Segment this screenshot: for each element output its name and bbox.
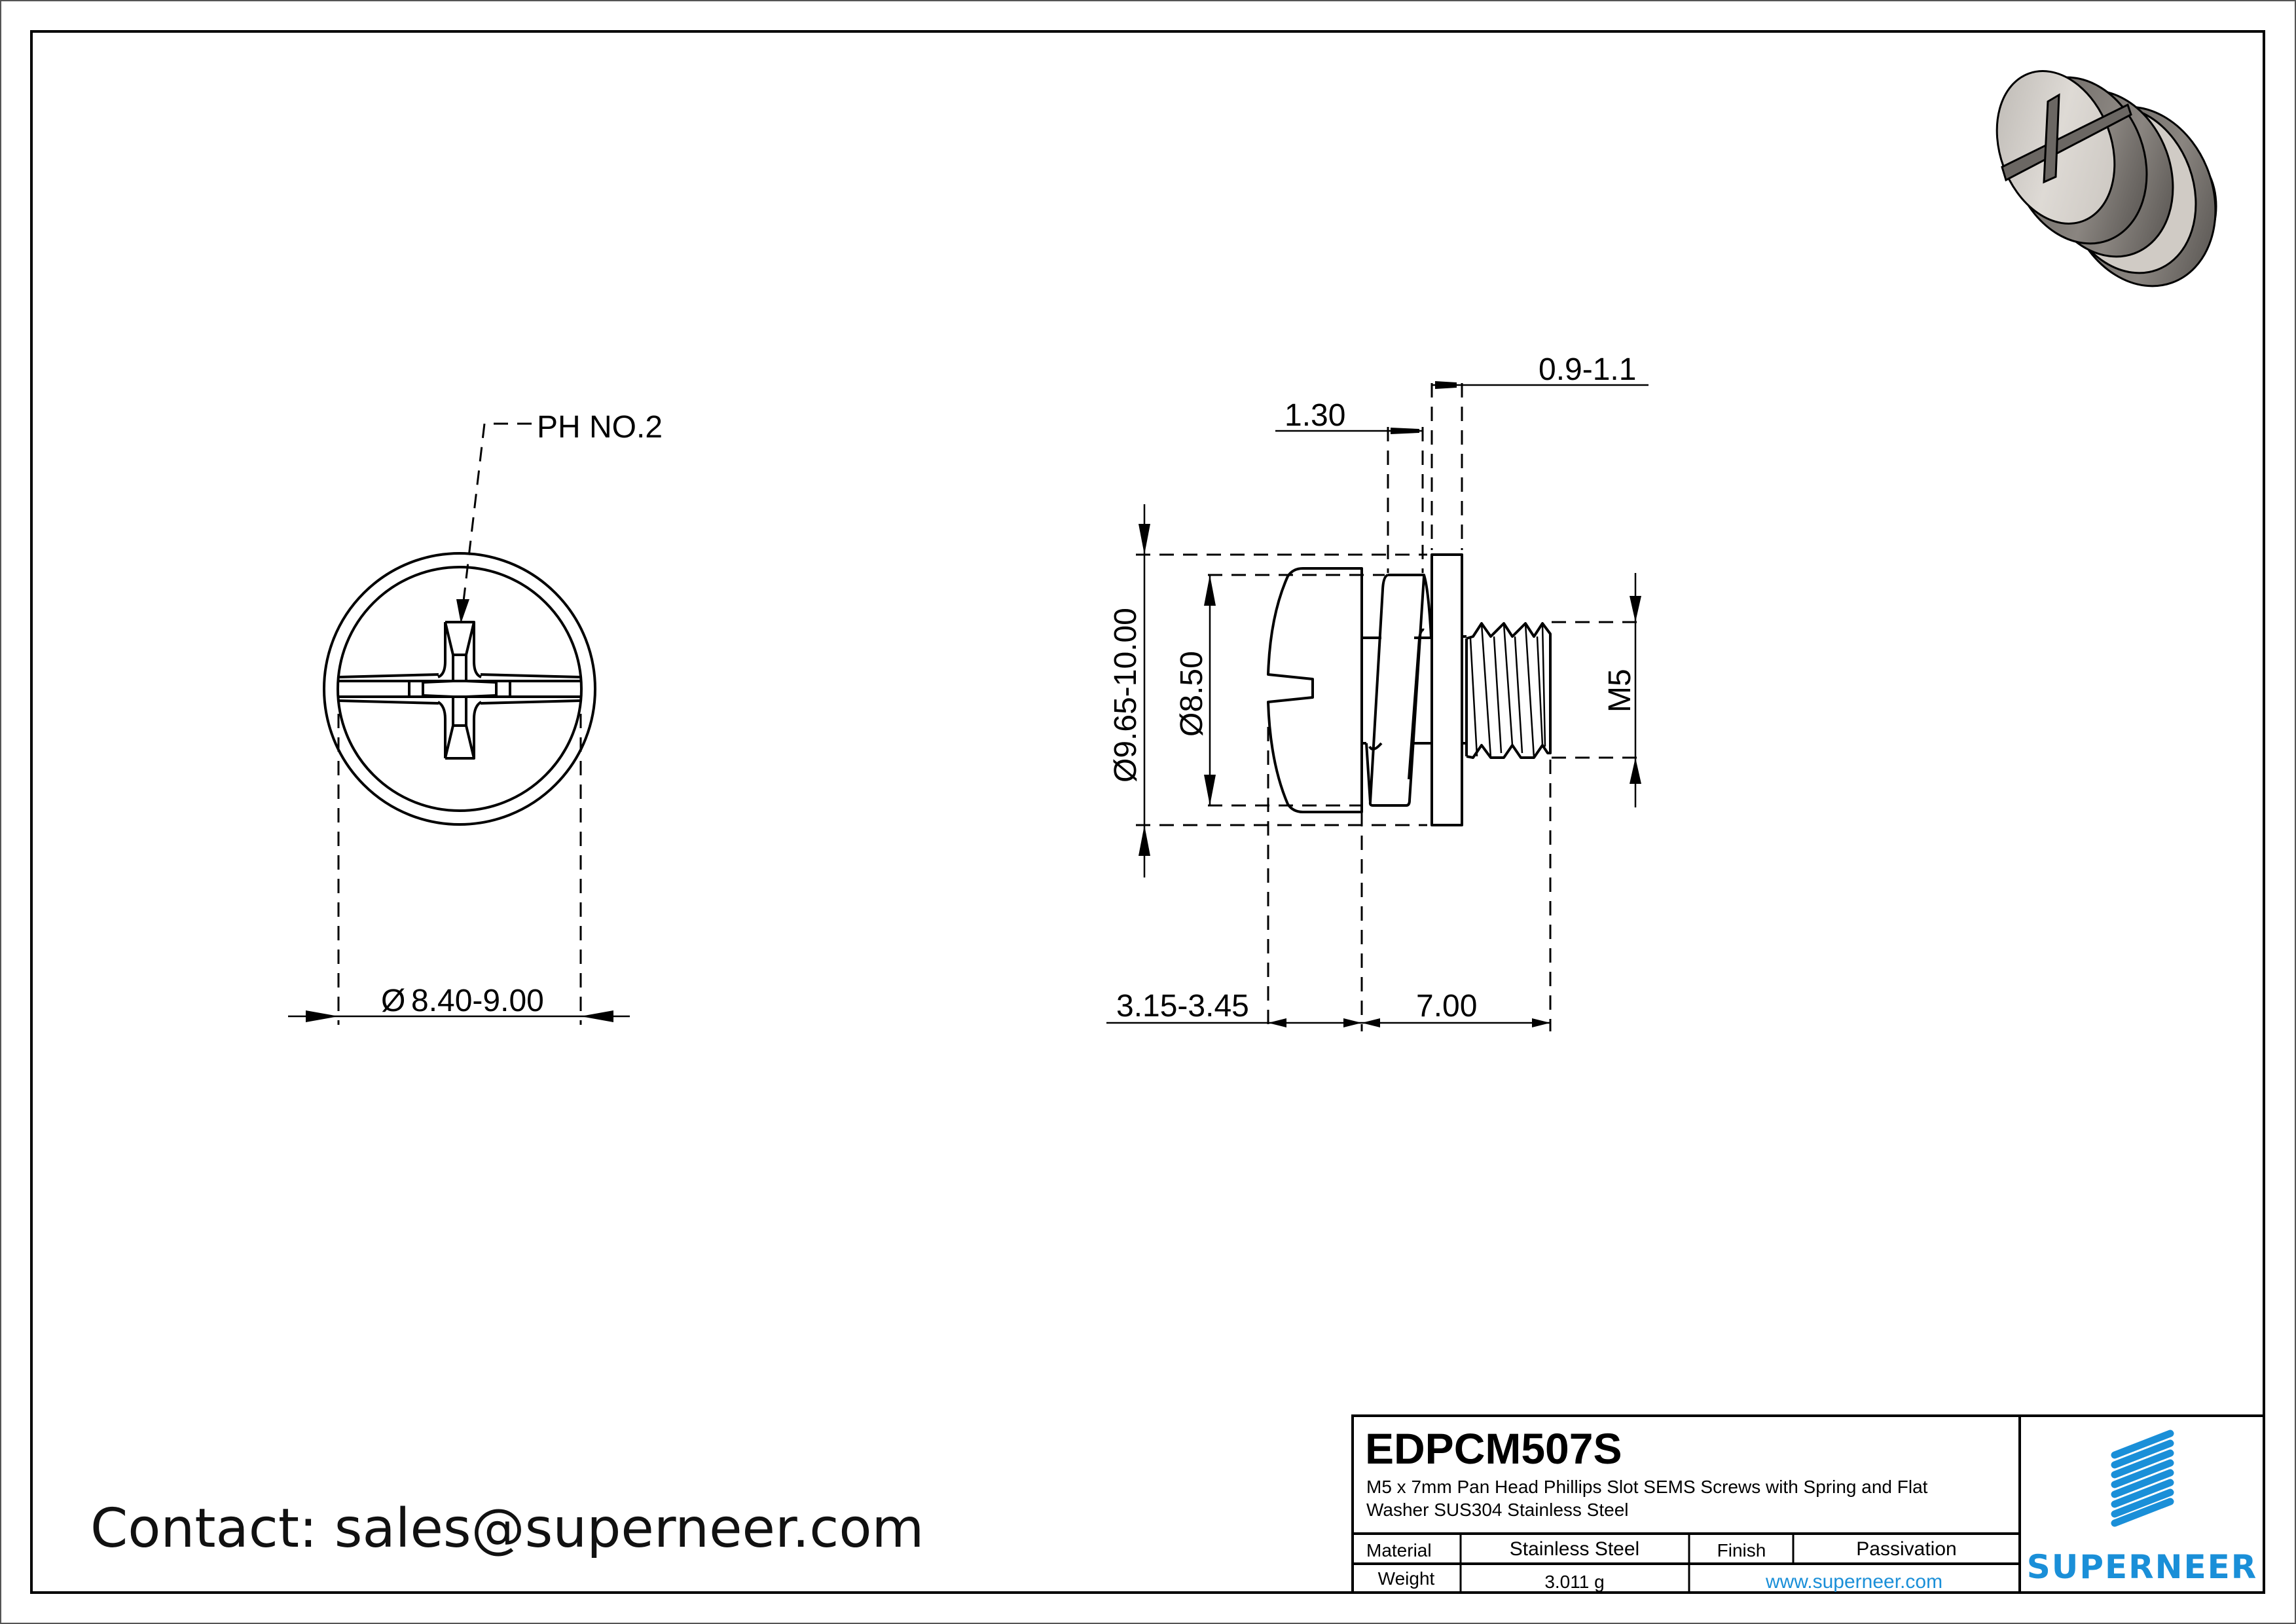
brand-name: SUPERNEER [2027,1548,2258,1586]
description-line-1: M5 x 7mm Pan Head Phillips Slot SEMS Scr… [1366,1477,1928,1497]
part-number: EDPCM507S [1365,1424,1622,1473]
weight-label: Weight [1378,1568,1435,1589]
callout-leader [461,422,532,613]
website-link[interactable]: www.superneer.com [1765,1571,1942,1593]
title-block: EDPCM507S M5 x 7mm Pan Head Phillips Slo… [1351,1414,2265,1594]
description-line-2: Washer SUS304 Stainless Steel [1366,1500,1629,1520]
washer-diameter: Ø9.65-10.00 [1108,608,1143,783]
material-value: Stainless Steel [1510,1538,1639,1560]
finish-value: Passivation [1856,1538,1956,1560]
head-diameter-range: 8.40-9.00 [411,984,544,1018]
callout-arrowhead [456,599,469,623]
screw-length: 7.00 [1416,989,1477,1024]
flat-washer-thickness: 0.9-1.1 [1539,352,1636,387]
spring-washer-thickness: 1.30 [1285,398,1345,433]
contact-email[interactable]: Contact: sales@superneer.com [90,1498,924,1560]
spring-washer [1365,574,1432,807]
material-label: Material [1366,1540,1432,1560]
phillips-size-callout: PH NO.2 [537,410,663,445]
head-diameter: Ø8.50 [1175,651,1209,737]
head-height: 3.15-3.45 [1116,989,1249,1024]
drawing-frame [30,30,2265,1594]
phillips-cross [422,621,497,760]
head-outer-circle [323,552,596,826]
threaded-shank [1462,622,1552,759]
front-view: PH NO.2 Ø 8.40-9.00 [288,410,663,1025]
side-view: 0.9-1.1 1.30 Ø9.65-10.00 Ø8.50 M5 [1106,352,1649,1031]
head-inner-circle [337,566,583,812]
thread-size: M5 [1603,669,1637,712]
flat-washer [1430,553,1463,826]
diameter-symbol: Ø [381,984,405,1018]
weight-value: 3.011 g [1544,1572,1604,1592]
finish-label: Finish [1717,1540,1766,1560]
iso-render [1995,70,2217,287]
superneer-logo-icon [2111,1430,2174,1527]
slot-recess [338,673,581,705]
